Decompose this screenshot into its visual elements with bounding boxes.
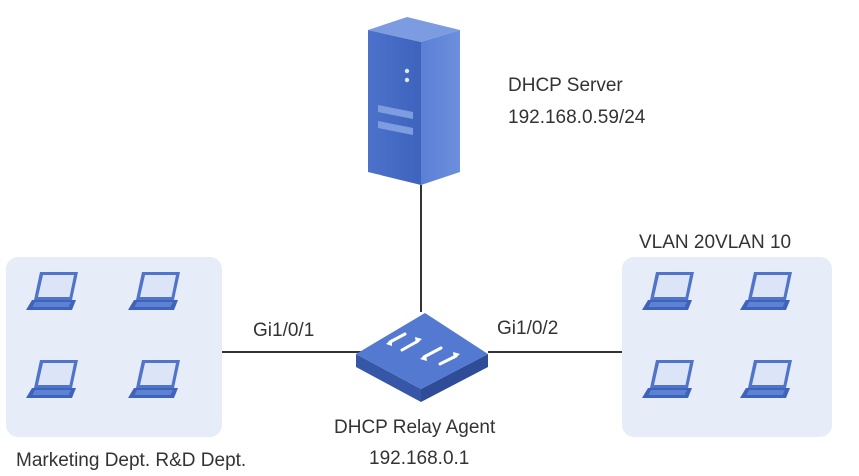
port-left-label: Gi1/0/1 — [253, 320, 315, 341]
right-group-caption: VLAN 20VLAN 10 — [639, 232, 792, 253]
server-title: DHCP Server — [508, 75, 623, 96]
switch-icon — [356, 313, 488, 402]
relay-title: DHCP Relay Agent — [334, 417, 496, 438]
port-right-label: Gi1/0/2 — [497, 318, 559, 339]
relay-ip: 192.168.0.1 — [369, 448, 470, 469]
server-ip: 192.168.0.59/24 — [508, 107, 646, 128]
left-group-caption: Marketing Dept. R&D Dept. — [16, 450, 247, 471]
server-icon — [368, 17, 460, 185]
